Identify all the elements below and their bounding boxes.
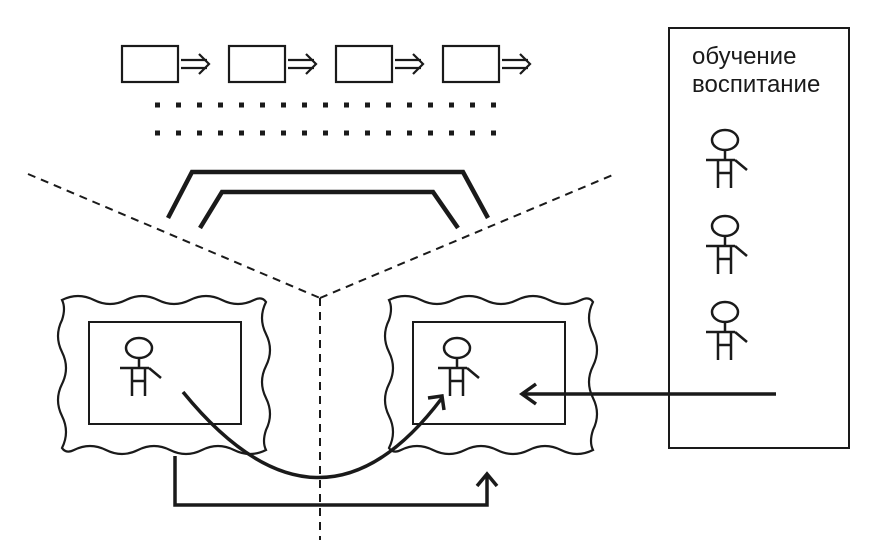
panel-to-frame-arrowhead bbox=[518, 382, 538, 406]
dashed-divider-right bbox=[319, 173, 616, 299]
left-frame bbox=[56, 294, 272, 456]
double-arrow-icon bbox=[179, 52, 211, 76]
stick-figure-icon bbox=[436, 336, 481, 398]
chain-box-2 bbox=[227, 44, 287, 84]
chain-box-3 bbox=[334, 44, 394, 84]
stick-figure-icon bbox=[118, 336, 163, 398]
transfer-curve-arrowhead bbox=[427, 394, 446, 411]
panel-label-upbringing: воспитание bbox=[692, 71, 820, 98]
bottom-elbow-arrow bbox=[173, 456, 489, 507]
panel-label-learning: обучение bbox=[692, 43, 796, 70]
stick-figure-icon bbox=[704, 214, 749, 276]
stick-figure-icon bbox=[704, 300, 749, 362]
double-arrow-icon bbox=[500, 52, 532, 76]
chain-box-1 bbox=[120, 44, 180, 84]
dashed-divider-left bbox=[27, 173, 321, 299]
transfer-curve-arrow bbox=[181, 390, 444, 480]
double-arrow-icon bbox=[286, 52, 318, 76]
bottom-elbow-arrowhead bbox=[475, 471, 499, 488]
left-wavy-border bbox=[56, 294, 272, 456]
chain-box-4 bbox=[441, 44, 501, 84]
right-inner-frame bbox=[412, 321, 566, 425]
stick-figure-icon bbox=[704, 128, 749, 190]
bridge-outer bbox=[166, 169, 490, 220]
panel-border bbox=[668, 27, 850, 449]
left-inner-frame bbox=[88, 321, 242, 425]
double-arrow-icon bbox=[393, 52, 425, 76]
bridge-inner bbox=[198, 189, 460, 230]
right-wavy-border bbox=[383, 294, 599, 456]
right-frame bbox=[383, 294, 599, 456]
education-panel: обучение воспитание bbox=[668, 27, 850, 449]
sequence-chain bbox=[120, 44, 532, 84]
